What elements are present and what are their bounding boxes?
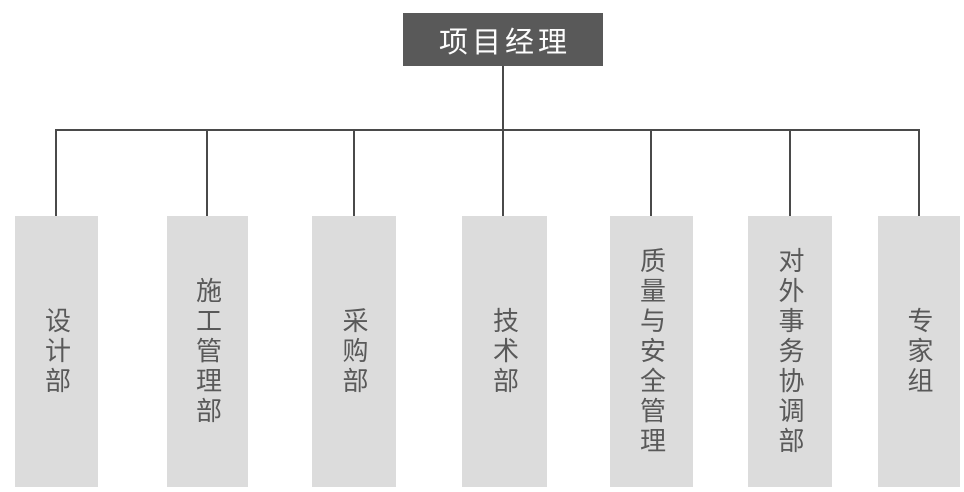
org-node-procurement-dept: 采购部 — [312, 216, 396, 487]
connector-drop-procurement — [353, 130, 355, 217]
connector-drop-design — [55, 130, 57, 217]
connector-drop-expert-group — [918, 130, 920, 217]
connector-horizontal-rail — [55, 129, 920, 131]
org-node-external-affairs-coordination-dept: 对外事务协调部 — [748, 216, 832, 487]
org-node-quality-safety-management: 质量与安全管理 — [610, 216, 693, 487]
org-node-project-manager: 项目经理 — [403, 13, 603, 66]
org-node-design-dept: 设计部 — [15, 216, 98, 487]
org-node-expert-group: 专家组 — [878, 216, 960, 487]
org-node-construction-management-dept: 施工管理部 — [167, 216, 248, 487]
connector-drop-technology — [502, 130, 504, 217]
connector-drop-construction-management — [206, 130, 208, 217]
connector-drop-quality-safety — [650, 130, 652, 217]
connector-drop-external-affairs — [789, 130, 791, 217]
connector-root-stem — [502, 66, 504, 130]
org-node-technology-dept: 技术部 — [462, 216, 547, 487]
